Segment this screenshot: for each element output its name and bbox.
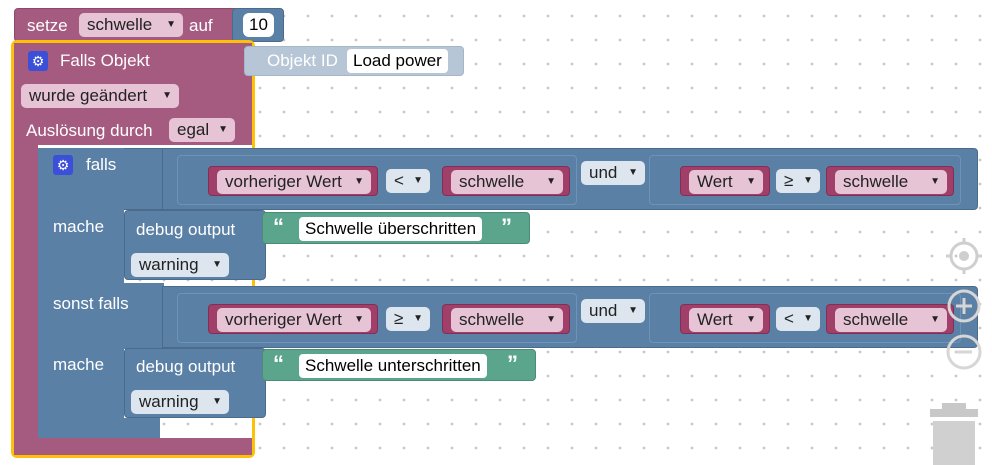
dropdown-arrow-icon: ▼ [162, 90, 172, 101]
recenter-icon[interactable] [944, 236, 984, 276]
value-dropdown[interactable]: Wert▼ [689, 308, 763, 332]
var-block[interactable]: schwelle▼ [826, 166, 954, 196]
dropdown-arrow-icon: ▼ [628, 167, 638, 178]
var-block[interactable]: schwelle▼ [442, 304, 570, 334]
sonst-falls-label: sonst falls [53, 294, 129, 313]
dropdown-arrow-icon: ▼ [354, 176, 364, 187]
dropdown-arrow-icon: ▼ [546, 176, 556, 187]
compare-block-2a[interactable]: vorheriger Wert▼ ≥▼ schwelle▼ [177, 293, 577, 343]
value-block[interactable]: Wert▼ [680, 304, 770, 334]
debug-output-block-2[interactable]: debug output warning▼ [124, 348, 266, 418]
debug-output-block-1[interactable]: debug output warning▼ [124, 210, 266, 280]
dropdown-arrow-icon: ▼ [746, 314, 756, 325]
operator-dropdown[interactable]: ≥▼ [776, 169, 820, 193]
var-dropdown[interactable]: schwelle▼ [835, 170, 947, 194]
operator-dropdown[interactable]: <▼ [776, 307, 820, 331]
objekt-id-value[interactable]: Load power [347, 49, 448, 73]
dropdown-arrow-icon: ▼ [354, 314, 364, 325]
text-block-2[interactable]: “ Schwelle unterschritten ” [262, 349, 536, 381]
dropdown-arrow-icon: ▼ [628, 305, 638, 316]
logic-dropdown[interactable]: und▼ [581, 299, 645, 323]
number-value[interactable]: 10 [243, 13, 274, 37]
quote-open-icon: “ [273, 351, 284, 376]
var-dropdown[interactable]: schwelle▼ [835, 308, 947, 332]
and-block-2[interactable]: vorheriger Wert▼ ≥▼ schwelle▼ und▼ Wert▼… [162, 286, 978, 348]
trash-icon[interactable] [928, 403, 980, 465]
dropdown-arrow-icon: ▼ [212, 259, 222, 270]
compare-block-1a[interactable]: vorheriger Wert▼ <▼ schwelle▼ [177, 155, 577, 205]
set-variable-block[interactable]: setze schwelle▼ auf [14, 8, 254, 42]
falls-label: falls [86, 155, 117, 174]
dropdown-arrow-icon: ▼ [413, 175, 423, 186]
quote-close-icon: ” [507, 351, 518, 376]
text-block-1[interactable]: “ Schwelle überschritten ” [262, 212, 530, 244]
operator-dropdown[interactable]: ≥▼ [386, 307, 430, 331]
quote-open-icon: “ [273, 214, 284, 239]
gear-icon[interactable]: ⚙ [53, 155, 73, 175]
trigger-title: Falls Objekt [60, 51, 150, 70]
dropdown-arrow-icon: ▼ [546, 314, 556, 325]
operator-dropdown[interactable]: <▼ [386, 169, 430, 193]
var-block[interactable]: schwelle▼ [826, 304, 954, 334]
objekt-id-label: Objekt ID [267, 51, 338, 70]
ausloesung-label: Auslösung durch [26, 121, 153, 140]
text-value-1[interactable]: Schwelle überschritten [299, 217, 483, 241]
compare-block-1b[interactable]: Wert▼ ≥▼ schwelle▼ [649, 155, 961, 205]
set-label: setze [27, 16, 68, 35]
dropdown-arrow-icon: ▼ [930, 314, 940, 325]
logic-dropdown[interactable]: und▼ [581, 161, 645, 185]
number-block[interactable]: 10 [232, 8, 284, 42]
dropdown-arrow-icon: ▼ [413, 313, 423, 324]
mache-label-1: mache [53, 217, 105, 236]
dropdown-arrow-icon: ▼ [803, 175, 813, 186]
dropdown-arrow-icon: ▼ [803, 313, 813, 324]
compare-block-2b[interactable]: Wert▼ <▼ schwelle▼ [649, 293, 961, 343]
if-block-footer [38, 418, 160, 438]
debug-output-label: debug output [136, 220, 236, 239]
var-block[interactable]: schwelle▼ [442, 166, 570, 196]
if-block-sonst-row [38, 283, 164, 349]
zoom-in-icon[interactable] [944, 288, 984, 324]
debug-level-dropdown[interactable]: warning▼ [131, 390, 229, 414]
zoom-out-icon[interactable] [944, 332, 984, 372]
mache-label-2: mache [53, 355, 105, 374]
gear-icon[interactable]: ⚙ [28, 51, 48, 71]
prev-value-block[interactable]: vorheriger Wert▼ [208, 304, 378, 334]
trigger-block-footer [14, 438, 252, 455]
dropdown-arrow-icon: ▼ [930, 176, 940, 187]
prev-value-dropdown[interactable]: vorheriger Wert▼ [217, 308, 371, 332]
ausloesung-dropdown[interactable]: egal▼ [169, 118, 235, 142]
quote-close-icon: ” [501, 214, 512, 239]
prev-value-block[interactable]: vorheriger Wert▼ [208, 166, 378, 196]
dropdown-arrow-icon: ▼ [746, 176, 756, 187]
debug-level-dropdown[interactable]: warning▼ [131, 253, 229, 277]
text-value-2[interactable]: Schwelle unterschritten [299, 354, 487, 378]
objekt-id-block[interactable]: Objekt ID Load power [244, 46, 464, 76]
var-dropdown[interactable]: schwelle▼ [451, 308, 563, 332]
dropdown-arrow-icon: ▼ [218, 124, 228, 135]
auf-label: auf [189, 16, 213, 35]
var-dropdown[interactable]: schwelle▼ [451, 170, 563, 194]
variable-dropdown[interactable]: schwelle▼ [79, 13, 183, 37]
prev-value-dropdown[interactable]: vorheriger Wert▼ [217, 170, 371, 194]
event-dropdown[interactable]: wurde geändert▼ [21, 84, 179, 108]
value-block[interactable]: Wert▼ [680, 166, 770, 196]
trigger-block-spine [14, 140, 38, 455]
dropdown-arrow-icon: ▼ [212, 396, 222, 407]
debug-output-label: debug output [136, 357, 236, 376]
and-block-1[interactable]: vorheriger Wert▼ <▼ schwelle▼ und▼ Wert▼… [162, 148, 978, 210]
dropdown-arrow-icon: ▼ [166, 19, 176, 30]
value-dropdown[interactable]: Wert▼ [689, 170, 763, 194]
